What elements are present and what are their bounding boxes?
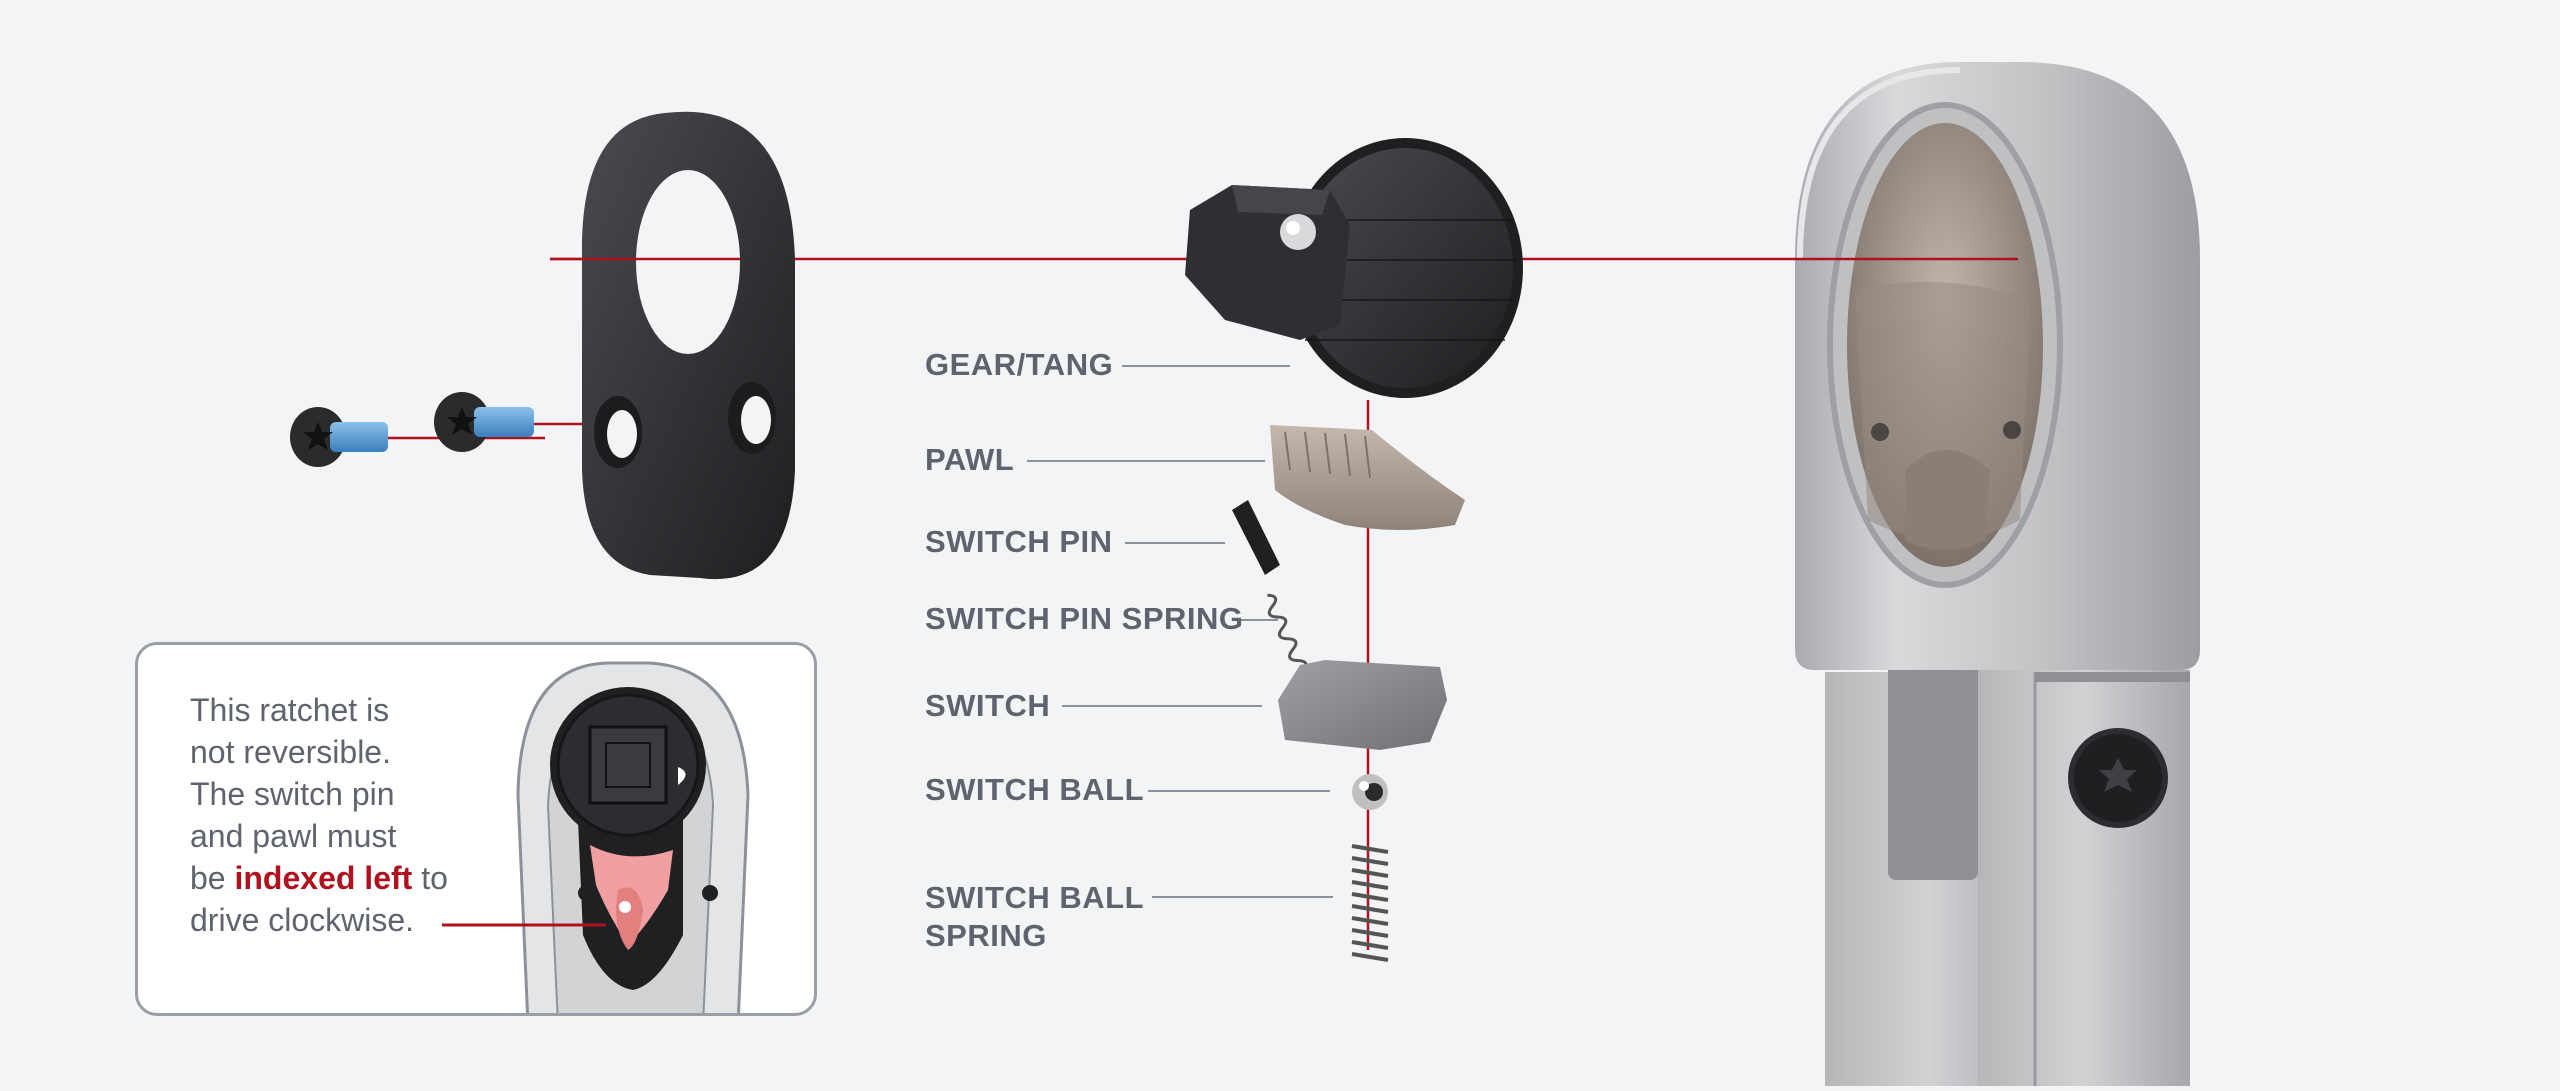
- switch-ball-part: [1352, 774, 1388, 810]
- label-switch-pin-spring: SWITCH PIN SPRING: [925, 601, 1244, 636]
- note-text: This ratchet is not reversible. The swit…: [190, 689, 520, 941]
- note-line-3: The switch pin: [190, 776, 395, 812]
- cover-plate: [550, 111, 795, 580]
- note-line-5-post: to: [412, 860, 448, 896]
- label-switch: SWITCH: [925, 688, 1051, 723]
- switch-ball-spring-part: [1351, 844, 1389, 962]
- note-line-5: be indexed left to: [190, 857, 520, 899]
- label-gear-tang: GEAR/TANG: [925, 347, 1114, 382]
- note-line-6: drive clockwise.: [190, 902, 415, 938]
- label-switch-ball: SWITCH BALL: [925, 772, 1145, 807]
- label-switch-ball-spring-line1: SWITCH BALL: [925, 880, 1145, 915]
- torx-flat-head-screw: [290, 407, 388, 467]
- ratchet-head: [1795, 62, 2200, 1086]
- note-callout-box: This ratchet is not reversible. The swit…: [135, 642, 817, 1016]
- note-line-4: and pawl must: [190, 818, 397, 854]
- torx-bolt-icon: [2068, 728, 2168, 828]
- switch-pin-part: [1232, 500, 1280, 575]
- note-line-1: This ratchet is: [190, 692, 390, 728]
- label-switch-ball-spring-line2: SPRING: [925, 918, 1047, 953]
- label-switch-ball-spring: SWITCH BALL SPRING: [925, 879, 1144, 955]
- label-switch-pin: SWITCH PIN: [925, 524, 1113, 559]
- gear-tang-part: [1185, 138, 1523, 398]
- note-highlight-indexed-left: indexed left: [234, 860, 413, 896]
- switch-part: [1278, 660, 1447, 750]
- pawl-teeth: [1284, 431, 1371, 479]
- note-illustration: [442, 661, 750, 1013]
- handle-right-bar: [1978, 670, 2190, 1086]
- label-pawl: PAWL: [925, 442, 1015, 477]
- pawl-part: [1270, 425, 1465, 530]
- leader-lines: [1027, 365, 1333, 898]
- note-line-5-pre: be: [190, 860, 235, 896]
- handle-slot: [1888, 640, 1978, 880]
- torx-flat-head-screw: [434, 392, 534, 452]
- note-line-2: not reversible.: [190, 734, 391, 770]
